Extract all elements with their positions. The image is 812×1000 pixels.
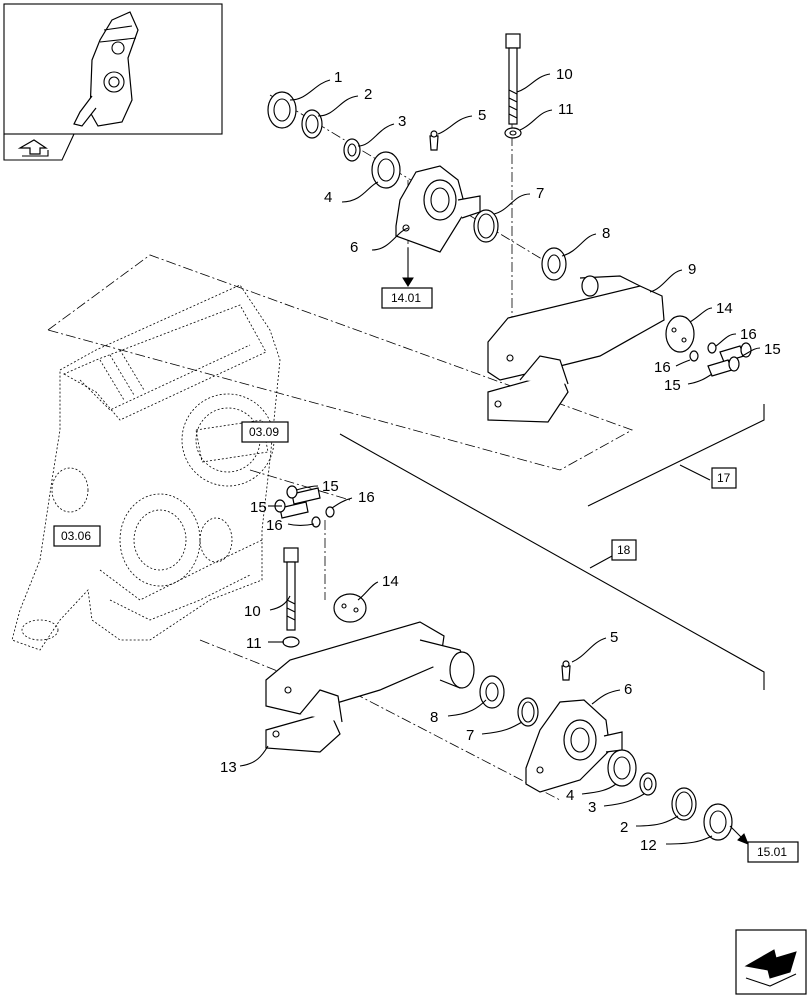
washer-11 — [504, 127, 522, 139]
callout-10b: 10 — [244, 603, 261, 620]
callout-2b: 2 — [620, 819, 628, 836]
seal-8 — [541, 247, 567, 281]
callout-4: 4 — [324, 189, 332, 206]
lower-assembly — [265, 485, 733, 841]
callout-8b: 8 — [430, 709, 438, 726]
ref-18-label: 18 — [617, 543, 631, 557]
bolt-15d — [274, 499, 309, 519]
washer-16b — [707, 342, 717, 354]
gearbox-thumbnail-icon — [73, 11, 139, 127]
callout-4b: 4 — [566, 787, 574, 804]
callout-15d: 15 — [250, 499, 267, 516]
group-bracket-18 — [339, 433, 765, 690]
arrow-to-15-01 — [729, 825, 749, 845]
circlip-2 — [301, 109, 323, 139]
circlip-3 — [343, 138, 361, 162]
callouts-top: 1 2 3 4 5 6 7 8 9 10 11 14 16 15 16 15 — [324, 66, 781, 394]
gearbox-housing — [11, 284, 281, 651]
callout-5: 5 — [478, 107, 486, 124]
o-ring-7b — [517, 697, 539, 727]
callout-5b: 5 — [610, 629, 618, 646]
callout-6: 6 — [350, 239, 358, 256]
callout-2: 2 — [364, 86, 372, 103]
bearing-4b — [607, 749, 637, 787]
bearing-housing-6 — [395, 165, 481, 253]
washer-11b — [282, 636, 300, 648]
grease-nipple-5b — [561, 660, 571, 681]
callout-11: 11 — [558, 101, 574, 118]
callout-3: 3 — [398, 113, 406, 130]
callout-16c: 16 — [358, 489, 375, 506]
seal-8b — [479, 675, 505, 709]
seal-ring-1 — [267, 91, 297, 129]
ref-box-03-09[interactable]: 03.09 — [241, 421, 289, 443]
bolt-10 — [505, 33, 521, 125]
callout-11b: 11 — [246, 635, 262, 652]
ref-03-09-label: 03.09 — [249, 425, 279, 439]
ref-15-01-label: 15.01 — [757, 845, 787, 859]
ref-box-18[interactable]: 18 — [611, 539, 637, 561]
bolt-15a — [719, 342, 752, 363]
ref-14-01-label: 14.01 — [391, 291, 421, 305]
ref-03-06-label: 03.06 — [61, 529, 91, 543]
ref-17-label: 17 — [717, 471, 731, 485]
callout-6b: 6 — [624, 681, 632, 698]
circlip-2b — [671, 787, 697, 821]
thumbnail-frame[interactable] — [3, 3, 223, 161]
callout-13: 13 — [220, 759, 237, 776]
callouts-bottom: 15 16 15 16 14 10 11 5 6 8 7 4 3 2 12 13 — [220, 478, 657, 854]
lever-arm-13 — [265, 621, 475, 753]
callout-8: 8 — [602, 225, 610, 242]
bearing-4 — [371, 151, 401, 189]
callout-9: 9 — [688, 261, 696, 278]
washer-16a — [689, 350, 699, 362]
callout-7: 7 — [536, 185, 544, 202]
washer-16c — [325, 506, 335, 518]
callout-7b: 7 — [466, 727, 474, 744]
callout-15: 15 — [764, 341, 781, 358]
ref-box-14-01[interactable]: 14.01 — [381, 287, 433, 309]
callout-16: 16 — [740, 326, 757, 343]
callout-14: 14 — [716, 300, 733, 317]
plate-14 — [665, 315, 695, 353]
callout-15c: 15 — [322, 478, 339, 495]
upper-assembly — [267, 33, 752, 423]
circlip-3b — [639, 772, 657, 796]
callout-14b: 14 — [382, 573, 399, 590]
lever-arm-9 — [487, 275, 665, 423]
group-bracket-17 — [587, 404, 765, 507]
ref-box-03-06[interactable]: 03.06 — [53, 525, 101, 547]
bolt-15c — [286, 485, 321, 505]
callout-10: 10 — [556, 66, 573, 83]
next-page-arrow-icon[interactable] — [735, 929, 807, 995]
callout-1: 1 — [334, 69, 342, 86]
bolt-15b — [707, 356, 740, 377]
bearing-housing-6b — [525, 699, 623, 793]
callout-15b: 15 — [664, 377, 681, 394]
callout-12: 12 — [640, 837, 657, 854]
ref-box-15-01[interactable]: 15.01 — [747, 841, 799, 863]
callout-16d: 16 — [266, 517, 283, 534]
return-arrow-icon[interactable] — [17, 139, 49, 157]
ref-box-17[interactable]: 17 — [711, 467, 737, 489]
washer-16d — [311, 516, 321, 528]
grease-nipple-5 — [429, 130, 439, 151]
o-ring-7 — [473, 209, 499, 243]
callout-16b: 16 — [654, 359, 671, 376]
bolt-10b — [283, 547, 299, 631]
arrow-to-14-01 — [402, 248, 414, 287]
callout-3b: 3 — [588, 799, 596, 816]
leader-lines — [239, 73, 761, 845]
seal-ring-12 — [703, 803, 733, 841]
plate-14b — [333, 593, 367, 623]
